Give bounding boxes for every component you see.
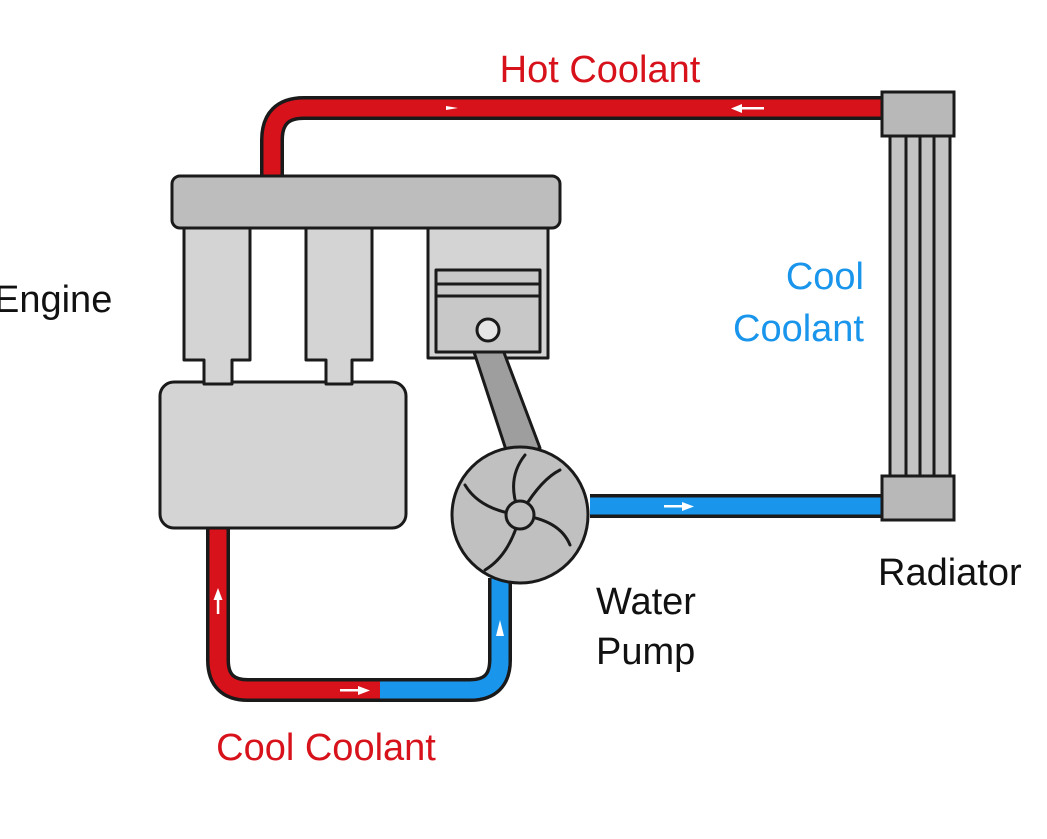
radiator-bottom-tank xyxy=(880,474,956,522)
flow-arrow-right-icon xyxy=(446,106,458,110)
radiator-top-tank xyxy=(880,90,956,138)
flow-arrow-bottom-shaft xyxy=(340,689,360,692)
flow-arrow-up-left-icon xyxy=(213,588,223,600)
water-pump-label-line2: Pump xyxy=(596,631,695,673)
engine-label: Engine xyxy=(0,279,112,321)
diagram-labels: Hot Coolant Cool Coolant Cool Coolant En… xyxy=(0,49,1022,769)
flow-arrows xyxy=(213,104,764,695)
flow-arrow-bottom-icon xyxy=(358,686,370,695)
flow-arrow-up-right-icon xyxy=(496,620,504,636)
flow-arrow-pump-shaft xyxy=(664,505,684,508)
hot-coolant-label: Hot Coolant xyxy=(500,49,701,91)
water-pump xyxy=(450,445,590,585)
flow-arrow-left-shaft xyxy=(740,107,764,110)
flow-arrow-pump-icon xyxy=(682,502,694,511)
radiator xyxy=(880,90,956,522)
cool-coolant-bottom-label: Cool Coolant xyxy=(216,727,436,769)
engine-head xyxy=(170,174,562,230)
connecting-rod xyxy=(472,340,542,464)
engine-cylinder-1 xyxy=(182,222,252,386)
piston-assembly xyxy=(434,268,542,464)
engine-cylinder-2 xyxy=(304,222,374,386)
piston-pin-icon xyxy=(475,317,501,343)
water-pump-label-line1: Water xyxy=(596,581,696,623)
cool-coolant-right-label-line1: Cool xyxy=(786,256,864,298)
cool-coolant-right-label-line2: Coolant xyxy=(733,308,864,350)
engine-crankcase xyxy=(158,380,408,530)
radiator-label: Radiator xyxy=(878,552,1022,594)
flow-arrow-up-left-shaft xyxy=(216,598,220,614)
flow-arrow-left-icon xyxy=(731,104,742,113)
hot-coolant-pipe xyxy=(260,96,884,178)
